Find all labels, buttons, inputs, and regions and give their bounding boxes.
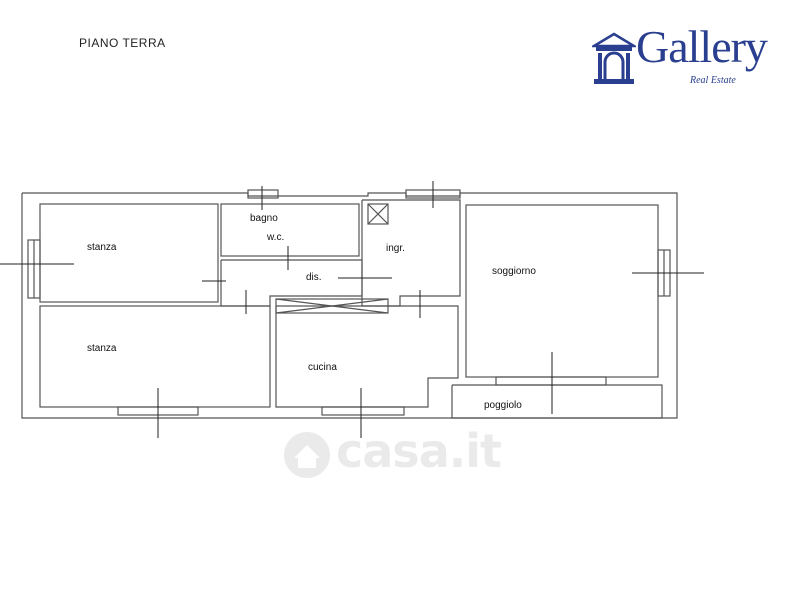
- watermark-text: casa.it: [336, 424, 502, 478]
- window-cucina: [321, 406, 405, 416]
- casa-watermark: casa.it: [282, 422, 522, 492]
- wall-stanza-bottom: [39, 305, 271, 408]
- room-poggiolo: poggiolo: [484, 400, 522, 411]
- room-soggiorno: soggiorno: [492, 266, 536, 277]
- wall-cucina: [275, 305, 459, 408]
- wall-bagno: [220, 203, 360, 257]
- building-icon: [592, 32, 636, 84]
- floor-title: PIANO TERRA: [79, 36, 166, 50]
- window-bagno: [247, 189, 279, 199]
- room-bagno: bagno: [250, 213, 278, 224]
- room-ingr: ingr.: [386, 243, 405, 254]
- wall-stanza-top: [39, 203, 219, 303]
- house-icon: [284, 432, 330, 478]
- room-dis: dis.: [306, 272, 322, 283]
- room-wc: w.c.: [266, 232, 284, 243]
- shaft: [367, 203, 389, 225]
- room-stanza-bottom: stanza: [87, 343, 117, 354]
- wall-soggiorno: [465, 204, 659, 378]
- duct: [275, 298, 389, 314]
- logo-wordmark: Gallery: [636, 21, 768, 72]
- logo-subtitle: Real Estate: [690, 75, 736, 86]
- room-cucina: cucina: [308, 362, 337, 373]
- gallery-logo: Gallery Real Estate: [590, 24, 780, 90]
- window-soggiorno: [495, 376, 607, 386]
- room-stanza-top: stanza: [87, 242, 117, 253]
